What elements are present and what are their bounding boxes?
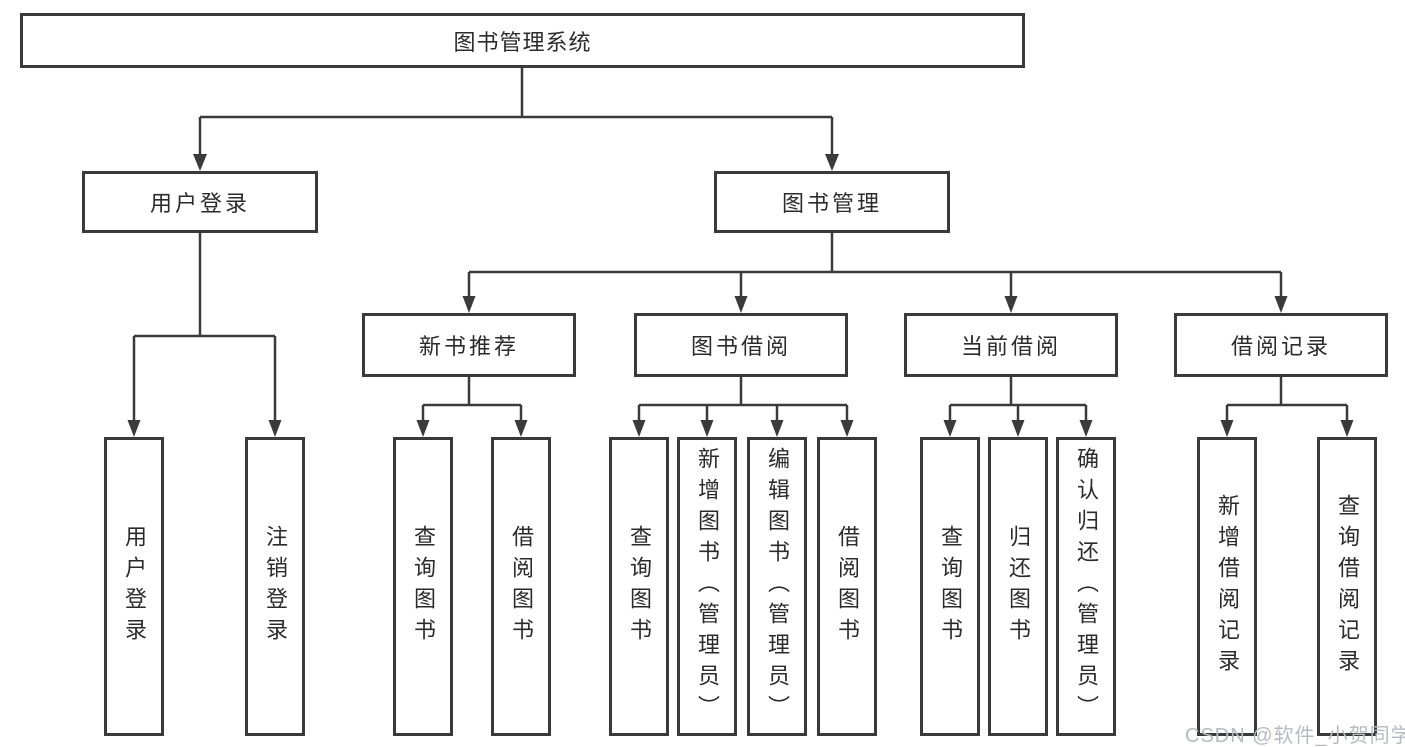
node-book-borrow-label: 图书借阅 [690, 334, 791, 359]
node-new-book-recommend: 新书推荐 [362, 313, 576, 377]
leaf-add-borrow-record: 新增借阅记录 [1197, 437, 1257, 736]
node-new-book-recommend-label: 新书推荐 [418, 334, 519, 359]
leaf-query-books-borrow-label: 查询图书 [627, 524, 652, 649]
leaf-borrow-books-label: 借阅图书 [835, 524, 860, 649]
node-book-borrow: 图书借阅 [634, 313, 848, 377]
leaf-query-books-current-label: 查询图书 [938, 524, 963, 649]
csdn-watermark: CSDN @软件_小贺同学 [1185, 725, 1405, 747]
leaf-edit-book-admin: 编辑图书（管理员） [747, 437, 807, 736]
leaf-query-books-current: 查询图书 [920, 437, 980, 736]
leaf-return-books-label: 归还图书 [1006, 524, 1031, 649]
leaf-edit-book-admin-label: 编辑图书（管理员） [765, 447, 790, 726]
leaf-query-books-recommend-label: 查询图书 [411, 524, 436, 649]
leaf-confirm-return-admin-label: 确认归还（管理员） [1074, 447, 1099, 726]
node-current-borrow: 当前借阅 [904, 313, 1118, 377]
leaf-borrow-books-recommend: 借阅图书 [491, 437, 551, 736]
leaf-borrow-books-recommend-label: 借阅图书 [509, 524, 534, 649]
leaf-query-books-recommend: 查询图书 [393, 437, 453, 736]
leaf-logout-label: 注销登录 [263, 524, 288, 649]
node-book-management-label: 图书管理 [781, 191, 882, 216]
leaf-confirm-return-admin: 确认归还（管理员） [1056, 437, 1116, 736]
leaf-add-book-admin: 新增图书（管理员） [677, 437, 737, 736]
leaf-user-login-label: 用户登录 [122, 524, 147, 649]
node-root-system-label: 图书管理系统 [453, 29, 592, 55]
node-book-management: 图书管理 [714, 171, 950, 233]
leaf-query-books-borrow: 查询图书 [609, 437, 669, 736]
leaf-user-login: 用户登录 [104, 437, 164, 736]
node-user-login-label: 用户登录 [149, 191, 250, 216]
leaf-add-borrow-record-label: 新增借阅记录 [1215, 493, 1240, 680]
node-user-login: 用户登录 [82, 171, 318, 233]
leaf-add-book-admin-label: 新增图书（管理员） [695, 447, 720, 726]
leaf-logout: 注销登录 [245, 437, 305, 736]
node-borrow-records-label: 借阅记录 [1230, 334, 1331, 359]
node-current-borrow-label: 当前借阅 [960, 334, 1061, 359]
node-root-system: 图书管理系统 [20, 13, 1025, 68]
leaf-borrow-books: 借阅图书 [817, 437, 877, 736]
leaf-query-borrow-record-label: 查询借阅记录 [1335, 493, 1360, 680]
leaf-return-books: 归还图书 [988, 437, 1048, 736]
node-borrow-records: 借阅记录 [1174, 313, 1388, 377]
leaf-query-borrow-record: 查询借阅记录 [1317, 437, 1377, 736]
